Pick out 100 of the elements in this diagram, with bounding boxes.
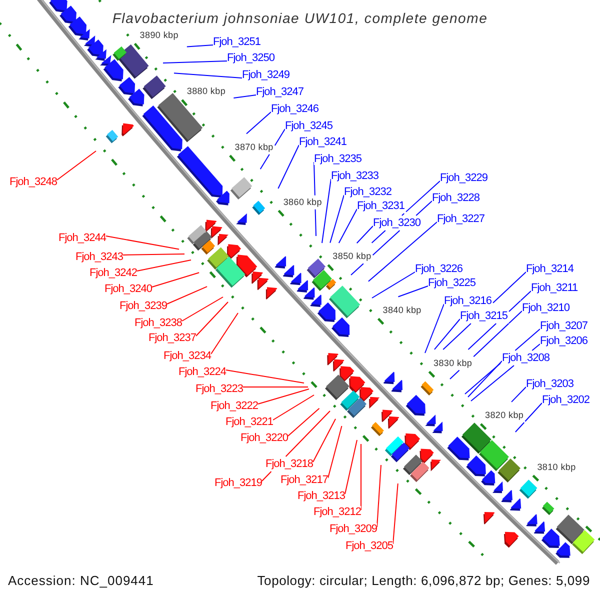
gene-label: Fjoh_3227 <box>437 213 484 225</box>
leader-line <box>136 260 192 272</box>
gene-label: Fjoh_3224 <box>178 366 226 378</box>
scale-label: 3890 kbp <box>140 30 178 41</box>
gene-label: Fjoh_3228 <box>432 192 480 204</box>
leader-line <box>371 180 440 244</box>
leader-line <box>122 254 185 256</box>
gene-label: Fjoh_3239 <box>120 300 167 312</box>
gene-label: Fjoh_3243 <box>76 251 123 263</box>
leader-line <box>338 208 358 244</box>
leader-line <box>260 128 286 170</box>
leader-line <box>56 150 96 180</box>
gene-label: Fjoh_3222 <box>210 400 258 412</box>
leader-line <box>272 394 314 420</box>
leader-line <box>434 318 460 350</box>
leader-line <box>262 410 330 482</box>
gene-label: Fjoh_3218 <box>266 458 313 470</box>
genome-info-text: Topology: circular; Length: 6,096,872 bp; Genes: 5,099 <box>257 572 590 588</box>
gene-label: Fjoh_3202 <box>542 394 590 406</box>
gene-label: Fjoh_3233 <box>331 170 378 182</box>
gene-label: Fjoh_3244 <box>58 232 106 244</box>
gene-label: Fjoh_3212 <box>314 506 361 518</box>
gene-label: Fjoh_3221 <box>226 416 273 428</box>
leader-line <box>442 272 526 350</box>
leader-line <box>330 194 344 244</box>
gene-label: Fjoh_3219 <box>214 477 262 489</box>
scale-label: 3810 kbp <box>537 462 576 473</box>
gene-label: Fjoh_3216 <box>444 295 492 307</box>
leader-line <box>468 360 502 398</box>
gene-label: Fjoh_3241 <box>299 136 346 148</box>
leader-line <box>468 290 532 350</box>
gene-label: Fjoh_3229 <box>440 172 488 184</box>
leader-line <box>514 402 542 432</box>
gene-label: Fjoh_3238 <box>134 317 182 329</box>
leader-line <box>398 286 428 298</box>
gene-label: Fjoh_3223 <box>196 383 243 395</box>
gene-label: Fjoh_3213 <box>298 490 345 502</box>
gene-label: Fjoh_3217 <box>280 474 328 486</box>
leader-line <box>464 328 540 394</box>
leader-line <box>152 272 200 288</box>
gene-label: Fjoh_3230 <box>373 217 420 229</box>
leader-line <box>196 302 228 336</box>
gene-label: Fjoh_3248 <box>10 176 57 188</box>
gene-label: Fjoh_3206 <box>540 335 588 347</box>
leader-line <box>210 312 238 354</box>
gene-label: Fjoh_3226 <box>415 263 462 275</box>
leader-line <box>278 144 300 189</box>
scale-label: 3840 kbp <box>382 304 422 316</box>
gene-label: Fjoh_3234 <box>164 350 211 362</box>
gene-label: Fjoh_3247 <box>256 86 304 98</box>
leader-line <box>246 112 272 134</box>
leader-line <box>233 94 256 99</box>
leader-line <box>166 286 208 304</box>
gene-label: Fjoh_3207 <box>540 320 588 332</box>
gene-label: Fjoh_3215 <box>460 310 508 322</box>
leader-line <box>470 344 540 402</box>
scale-label: 3830 kbp <box>434 358 472 369</box>
leader-line <box>350 200 432 276</box>
gene-label: Fjoh_3209 <box>330 523 377 535</box>
leader-line <box>344 440 358 494</box>
scale-label: 3860 kbp <box>283 196 322 208</box>
scale-label: 3870 kbp <box>234 142 274 153</box>
leader-line <box>450 310 522 380</box>
leader-line <box>511 386 526 402</box>
scale-label: 3850 kbp <box>332 251 372 262</box>
leader-line <box>312 418 336 462</box>
leader-line <box>182 296 224 322</box>
gene-label: Fjoh_3225 <box>428 277 476 289</box>
gene-label: Fjoh_3210 <box>522 302 570 314</box>
gene-label: Fjoh_3232 <box>344 186 392 198</box>
leader-line <box>368 222 438 282</box>
leader-line <box>322 178 332 244</box>
scale-label: 3880 kbp <box>186 86 226 98</box>
gene-label: Fjoh_3235 <box>314 153 362 165</box>
gene-label: Fjoh_3240 <box>104 283 152 295</box>
leader-line <box>242 386 308 388</box>
leader-line <box>424 304 444 354</box>
leader-line <box>106 236 180 250</box>
gene-label: Fjoh_3211 <box>531 282 578 294</box>
gene-label: Fjoh_3250 <box>227 52 274 64</box>
gene-label: Fjoh_3231 <box>357 200 404 212</box>
gene-label: Fjoh_3203 <box>526 378 574 390</box>
gene-label: Fjoh_3237 <box>148 332 196 344</box>
leader-line <box>372 272 416 298</box>
leader-line <box>226 370 304 384</box>
gene-label: Fjoh_3208 <box>502 352 550 364</box>
gene-label: Fjoh_3246 <box>271 103 318 115</box>
diagram-title: Flavobacterium johnsoniae UW101, complete genome <box>112 10 488 26</box>
gene-label: Fjoh_3245 <box>285 120 332 132</box>
gene-label: Fjoh_3205 <box>346 540 393 552</box>
leader-line <box>288 408 320 436</box>
leader-line <box>328 425 342 478</box>
gene-label: Fjoh_3214 <box>526 263 574 275</box>
leader-line <box>258 388 310 404</box>
leader-line <box>356 226 374 244</box>
accession-text: Accession: NC_009441 <box>8 572 154 588</box>
leader-line <box>162 60 228 64</box>
leader-line <box>186 44 214 48</box>
leader-line <box>174 72 242 78</box>
scale-label: 3820 kbp <box>485 410 524 421</box>
